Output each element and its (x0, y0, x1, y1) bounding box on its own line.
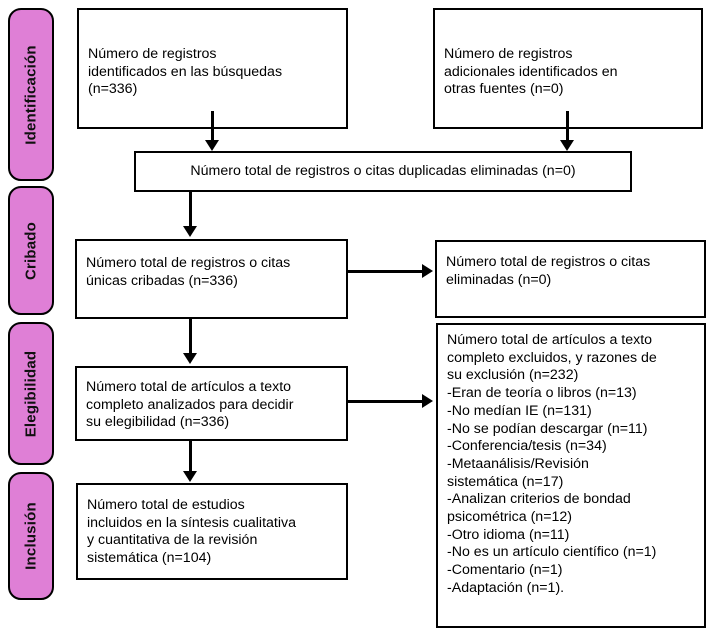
arrowhead-identified-to-duplicates (205, 140, 219, 151)
box-fulltext-excluded: Número total de artículos a texto comple… (436, 323, 706, 628)
box-additional-records-text: Número de registros adicionales identifi… (444, 46, 618, 98)
box-records-screened-text: Número total de registros o citas únicas… (86, 255, 291, 289)
arrowhead-fulltext-to-excluded (422, 394, 433, 408)
arrowhead-screened-to-fulltext (183, 353, 197, 364)
box-fulltext-assessed: Número total de artículos a texto comple… (75, 366, 348, 441)
phase-elegibilidad: Elegibilidad (8, 322, 54, 465)
phase-cribado: Cribado (8, 186, 54, 315)
phase-identificacion-label: Identificación (22, 44, 40, 145)
box-studies-included: Número total de estudios incluidos en la… (76, 483, 348, 580)
box-records-identified: Número de registros identificados en las… (77, 8, 348, 129)
connector-identified-to-duplicates (211, 111, 214, 140)
box-additional-records: Número de registros adicionales identifi… (433, 8, 703, 129)
phase-cribado-label: Cribado (22, 221, 40, 280)
connector-screened-to-excluded (348, 270, 424, 273)
box-records-excluded: Número total de registros o citas elimin… (435, 240, 706, 318)
arrowhead-screened-to-excluded (422, 264, 433, 278)
connector-duplicates-to-screened (189, 192, 192, 226)
arrowhead-fulltext-to-included (183, 471, 197, 482)
box-records-screened: Número total de registros o citas únicas… (75, 239, 348, 319)
connector-fulltext-to-included (189, 441, 192, 471)
phase-identificacion: Identificación (8, 8, 54, 181)
arrowhead-additional-to-duplicates (560, 140, 574, 151)
box-studies-included-text: Número total de estudios incluidos en la… (87, 497, 296, 566)
phase-inclusion: Inclusión (8, 472, 54, 600)
box-records-identified-text: Número de registros identificados en las… (88, 46, 283, 98)
box-records-excluded-text: Número total de registros o citas elimin… (446, 254, 651, 288)
phase-inclusion-label: Inclusión (22, 502, 40, 570)
box-fulltext-excluded-text: Número total de artículos a texto comple… (447, 332, 657, 596)
box-duplicates-removed: Número total de registros o citas duplic… (134, 151, 632, 192)
arrowhead-duplicates-to-screened (183, 226, 197, 237)
connector-additional-to-duplicates (566, 111, 569, 140)
connector-screened-to-fulltext (189, 319, 192, 353)
connector-fulltext-to-excluded (348, 400, 424, 403)
box-duplicates-removed-text: Número total de registros o citas duplic… (190, 162, 576, 179)
phase-elegibilidad-label: Elegibilidad (22, 350, 40, 437)
box-fulltext-assessed-text: Número total de artículos a texto comple… (86, 379, 294, 431)
